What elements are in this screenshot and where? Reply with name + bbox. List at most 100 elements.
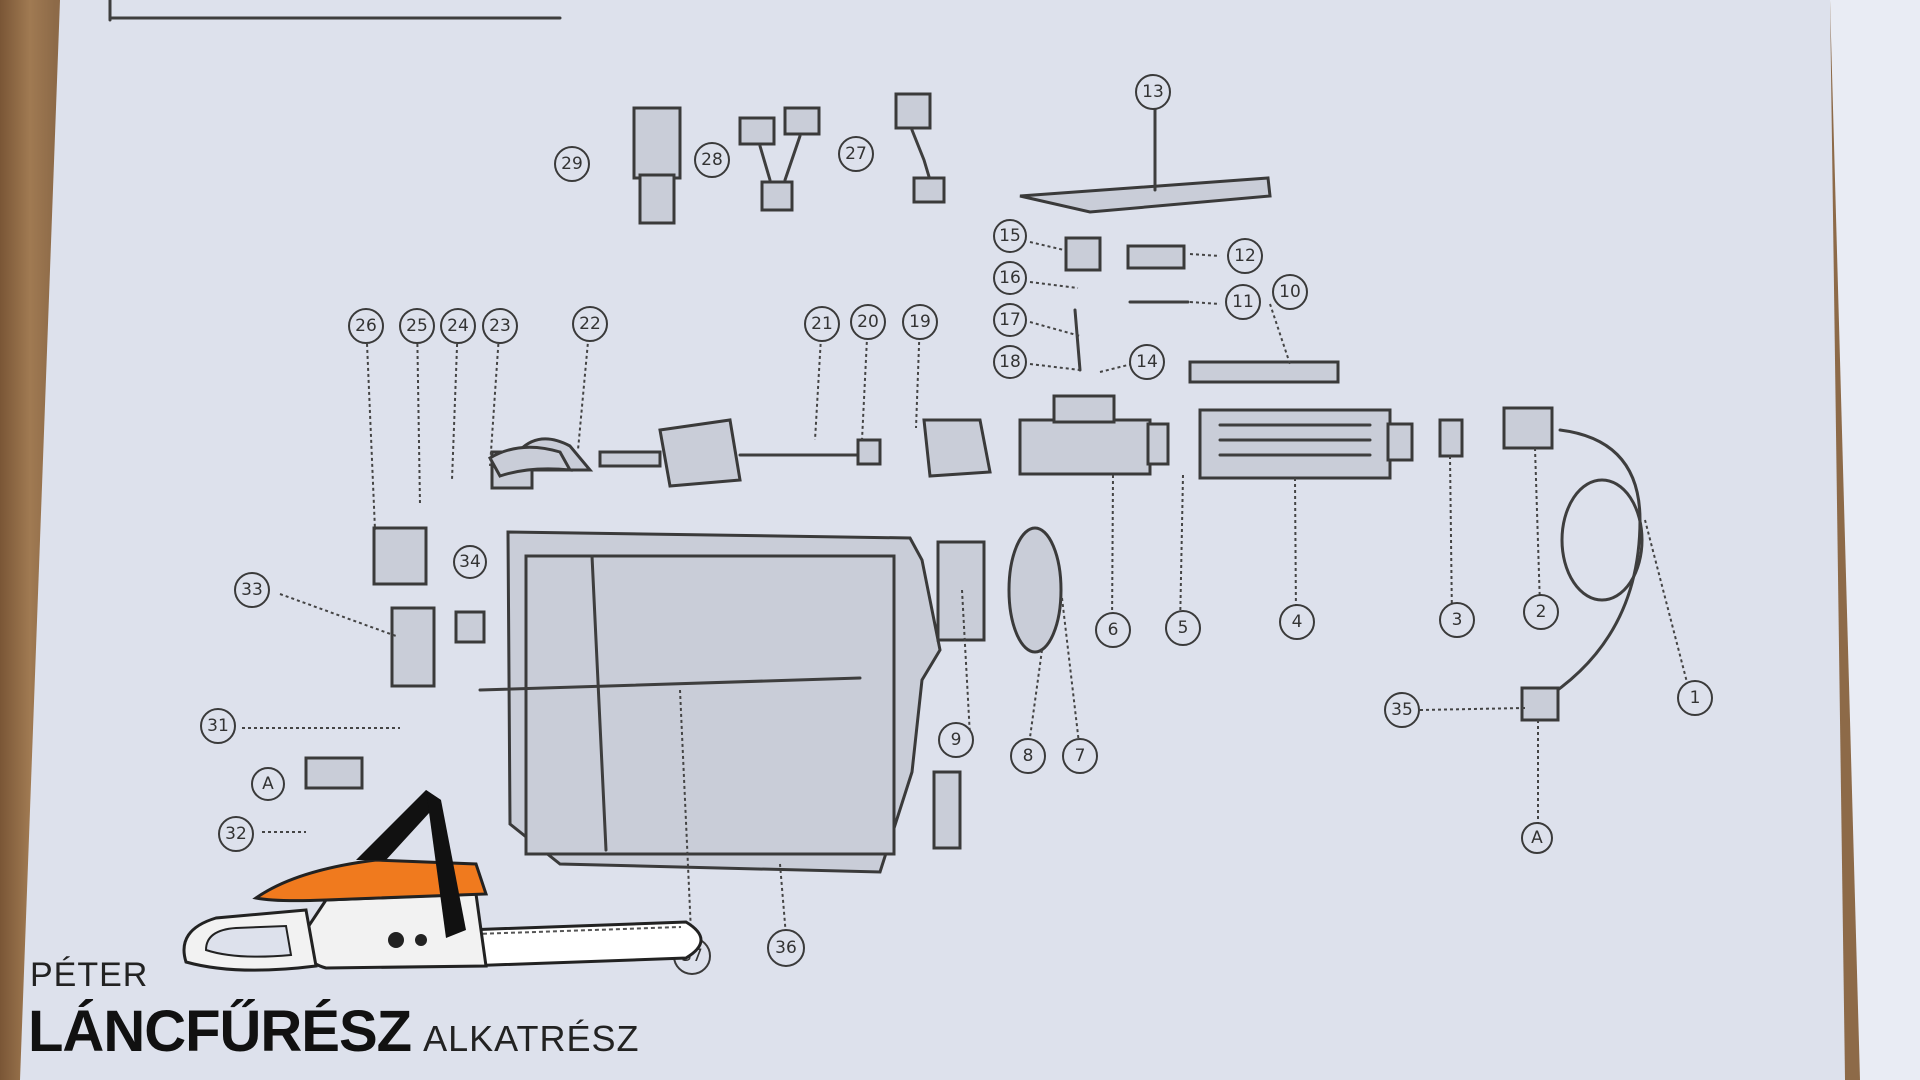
valve-33 xyxy=(390,606,436,688)
svg-text:7: 7 xyxy=(1075,746,1086,766)
callout-27: 27 xyxy=(838,136,874,172)
callout-10: 10 xyxy=(1272,274,1308,310)
callout-17: 17 xyxy=(993,303,1027,337)
paper xyxy=(20,0,1845,1080)
spring-10 xyxy=(1188,360,1340,384)
callout-11: 11 xyxy=(1225,284,1261,320)
callout-32: 32 xyxy=(218,816,254,852)
callout-26: 26 xyxy=(348,308,384,344)
svg-text:24: 24 xyxy=(447,316,469,336)
callout-9: 9 xyxy=(938,722,974,758)
callout-23: 23 xyxy=(482,308,518,344)
svg-text:31: 31 xyxy=(207,716,229,736)
callout-24: 24 xyxy=(440,308,476,344)
callout-34: 34 xyxy=(453,545,487,579)
filter-9 xyxy=(936,540,986,642)
callout-6: 6 xyxy=(1095,612,1131,648)
svg-text:11: 11 xyxy=(1232,292,1254,312)
svg-text:25: 25 xyxy=(406,316,428,336)
svg-text:19: 19 xyxy=(909,312,931,332)
svg-text:15: 15 xyxy=(999,226,1021,246)
svg-text:14: 14 xyxy=(1136,352,1158,372)
svg-text:A: A xyxy=(1531,828,1543,848)
pump-assembly xyxy=(490,394,1554,490)
callout-14: 14 xyxy=(1129,344,1165,380)
svg-text:18: 18 xyxy=(999,352,1021,372)
svg-text:35: 35 xyxy=(1391,700,1413,720)
callout-a-left: A xyxy=(251,767,285,801)
callout-15: 15 xyxy=(993,219,1027,253)
callout-16: 16 xyxy=(993,261,1027,295)
lever-37 xyxy=(478,676,862,692)
callout-20: 20 xyxy=(850,304,886,340)
svg-text:32: 32 xyxy=(225,824,247,844)
callout-13: 13 xyxy=(1135,74,1171,110)
second-sheet xyxy=(1830,0,1920,1080)
connector-29 xyxy=(632,106,682,225)
svg-text:36: 36 xyxy=(775,938,797,958)
callout-28: 28 xyxy=(694,142,730,178)
svg-text:17: 17 xyxy=(999,310,1021,330)
callout-29: 29 xyxy=(554,146,590,182)
callout-2: 2 xyxy=(1523,594,1559,630)
logo-name: PÉTER xyxy=(30,956,149,994)
callout-35: 35 xyxy=(1384,692,1420,728)
callout-8: 8 xyxy=(1010,738,1046,774)
svg-text:13: 13 xyxy=(1142,82,1164,102)
svg-text:23: 23 xyxy=(489,316,511,336)
logo-brand: LÁNCFŰRÉSZ xyxy=(28,999,412,1064)
svg-text:2: 2 xyxy=(1536,602,1547,622)
connector-27-elbow xyxy=(894,92,946,204)
callout-a-right: A xyxy=(1521,822,1553,854)
svg-text:3: 3 xyxy=(1452,610,1463,630)
callout-5: 5 xyxy=(1165,610,1201,646)
svg-text:8: 8 xyxy=(1023,746,1034,766)
svg-text:4: 4 xyxy=(1292,612,1303,632)
callout-3: 3 xyxy=(1439,602,1475,638)
handle-13 xyxy=(1019,176,1272,214)
svg-text:27: 27 xyxy=(845,144,867,164)
callout-12: 12 xyxy=(1227,238,1263,274)
part-14-block xyxy=(1064,236,1102,272)
logo-title-row: LÁNCFŰRÉSZ ALKATRÉSZ xyxy=(28,998,639,1065)
chainsaw-icon xyxy=(182,790,703,972)
part-32 xyxy=(304,756,364,790)
callout-25: 25 xyxy=(399,308,435,344)
svg-text:22: 22 xyxy=(579,314,601,334)
svg-text:20: 20 xyxy=(857,312,879,332)
callout-36: 36 xyxy=(767,929,805,967)
seal-8 xyxy=(1007,526,1063,654)
callout-19: 19 xyxy=(902,304,938,340)
svg-text:1: 1 xyxy=(1690,688,1701,708)
svg-text:A: A xyxy=(262,774,274,794)
callout-31: 31 xyxy=(200,708,236,744)
connector-28-y xyxy=(738,106,821,212)
part-5-grip xyxy=(932,770,962,850)
svg-text:28: 28 xyxy=(701,150,723,170)
nut-26 xyxy=(372,526,428,586)
callout-22: 22 xyxy=(572,306,608,342)
callout-18: 18 xyxy=(993,345,1027,379)
callout-4: 4 xyxy=(1279,604,1315,640)
part-12 xyxy=(1126,244,1186,270)
svg-text:21: 21 xyxy=(811,314,833,334)
svg-text:26: 26 xyxy=(355,316,377,336)
callout-33: 33 xyxy=(234,572,270,608)
svg-text:12: 12 xyxy=(1234,246,1256,266)
svg-text:33: 33 xyxy=(241,580,263,600)
elbow-22 xyxy=(487,445,573,478)
callout-21: 21 xyxy=(804,306,840,342)
nozzle-35 xyxy=(1520,686,1560,722)
svg-text:5: 5 xyxy=(1178,618,1189,638)
logo-subtitle: ALKATRÉSZ xyxy=(423,1018,640,1059)
part-34 xyxy=(454,610,486,644)
callout-1: 1 xyxy=(1677,680,1713,716)
svg-text:10: 10 xyxy=(1279,282,1301,302)
svg-text:34: 34 xyxy=(459,552,481,572)
svg-text:6: 6 xyxy=(1108,620,1119,640)
svg-text:16: 16 xyxy=(999,268,1021,288)
svg-text:9: 9 xyxy=(951,730,962,750)
brand-logo: PÉTER LÁNCFŰRÉSZ ALKATRÉSZ xyxy=(26,780,703,1070)
svg-text:29: 29 xyxy=(561,154,583,174)
